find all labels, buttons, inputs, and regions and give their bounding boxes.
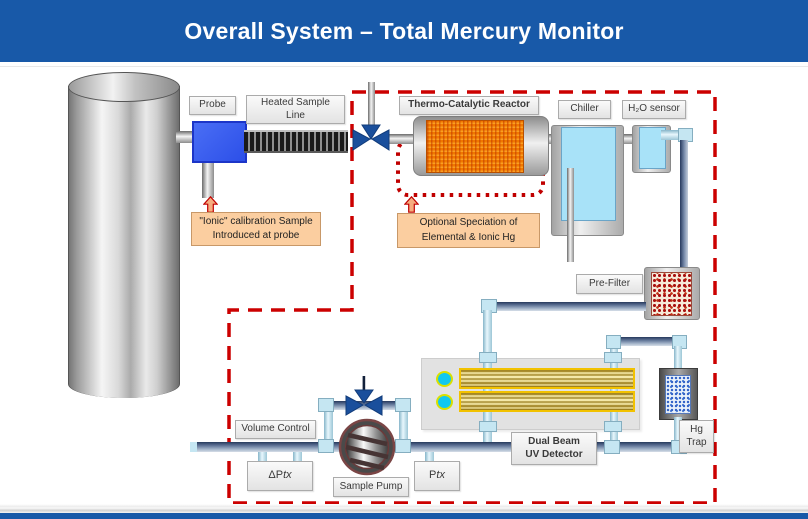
uv-lamp-1: [436, 371, 453, 387]
pipe-dptx-tap1: [258, 452, 267, 462]
label-thermo-catalytic-reactor: Thermo-Catalytic Reactor: [399, 96, 539, 115]
pre-filter-media: [651, 272, 692, 316]
uv-lamp-2: [436, 394, 453, 410]
probe-box: [192, 121, 247, 163]
label-heated-sample-line: Heated Sample Line: [246, 95, 345, 124]
label-chiller: Chiller: [558, 100, 611, 119]
hg-trap-media: [665, 375, 691, 414]
uv-beam-tube-1: [459, 368, 635, 389]
delta-p-sub: tx: [283, 469, 292, 482]
note-ionic-calibration: "Ionic" calibration Sample Introduced at…: [191, 212, 321, 246]
stack-top-ellipse: [68, 72, 180, 102]
fitting-inlet-bottom: [479, 421, 497, 432]
bypass-valve-icon: [345, 376, 383, 416]
fitting-outlet-bottom: [604, 421, 622, 432]
sample-pump-icon: [338, 418, 396, 476]
p-sub: tx: [436, 469, 445, 482]
label-pre-filter: Pre-Filter: [576, 274, 643, 294]
delta-p-text: ΔP: [268, 469, 284, 482]
label-hg-trap: Hg Trap: [679, 420, 714, 453]
header-divider: [0, 66, 808, 67]
pipe-sensor-out: [661, 130, 682, 140]
speciation-arrow-icon: [404, 196, 419, 213]
pipe-ptx-tap: [425, 452, 434, 462]
calibration-valve-icon: [352, 124, 390, 151]
reactor-catalyst-bed: [426, 120, 524, 173]
fitting-bypass-tr: [395, 398, 411, 412]
footer-divider: [0, 504, 808, 513]
label-sample-pump: Sample Pump: [333, 477, 409, 497]
chiller-drain-tube: [567, 168, 574, 262]
label-probe: Probe: [189, 96, 236, 115]
stack-cylinder: [68, 86, 180, 398]
pipe-main-bottom: [190, 442, 682, 452]
pipe-bypass-riser-right: [399, 406, 408, 444]
heated-sample-line-hose: [244, 130, 348, 153]
pipe-probe-calibration-port: [202, 159, 214, 198]
note-optional-speciation: Optional Speciation of Elemental & Ionic…: [397, 213, 540, 248]
fitting-outlet-top: [604, 352, 622, 363]
page-title: Overall System – Total Mercury Monitor: [184, 17, 624, 44]
label-volume-control: Volume Control: [235, 420, 316, 439]
pipe-prefilter-out: [489, 302, 646, 311]
elbow-loop-left: [606, 335, 621, 349]
ionic-arrow-icon: [203, 196, 218, 213]
pipe-loop-top: [614, 337, 678, 346]
fitting-inlet-top: [479, 352, 497, 363]
pipe-bypass-riser-left: [324, 406, 333, 444]
label-h2o-sensor: H₂O sensor: [622, 100, 686, 119]
fitting-bypass-bl: [318, 439, 334, 453]
pipe-stack-to-probe: [176, 131, 193, 143]
uv-beam-tube-2: [459, 391, 635, 412]
pipe-main-end-cap: [190, 442, 197, 452]
pipe-valve-vent: [368, 82, 375, 132]
fitting-main-riser-left: [604, 440, 620, 454]
p-text: P: [429, 469, 437, 482]
header-bar: Overall System – Total Mercury Monitor: [0, 0, 808, 62]
fitting-bypass-br: [395, 439, 411, 453]
fitting-bypass-tl: [318, 398, 334, 412]
pipe-down-to-prefilter: [680, 140, 688, 268]
pipe-dptx-tap2: [293, 452, 302, 462]
label-dual-beam-uv-detector: Dual Beam UV Detector: [511, 432, 597, 465]
pipe-hgtrap-in: [674, 346, 682, 370]
speciation-boundary-dotted: [396, 139, 545, 197]
footer-bar: [0, 513, 808, 519]
pipe-hgtrap-out: [674, 417, 682, 447]
